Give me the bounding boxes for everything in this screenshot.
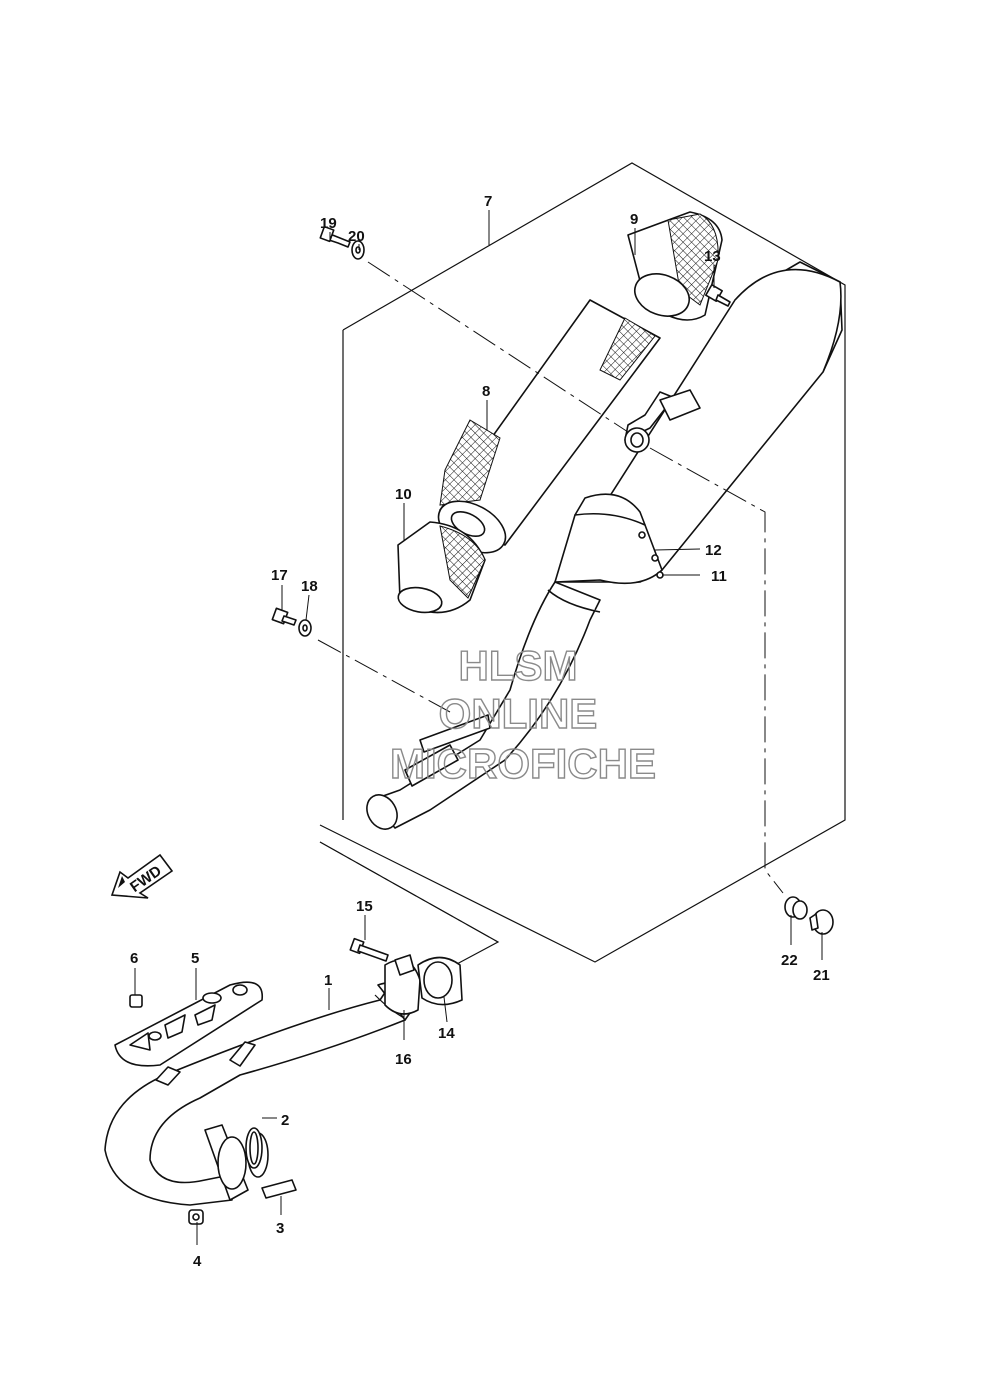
bolt-15	[349, 937, 389, 962]
alignment-line-clamp	[319, 841, 499, 943]
washer-18	[298, 619, 312, 637]
heat-shield	[114, 981, 263, 1067]
callout-8: 8	[482, 383, 490, 400]
nut-6	[129, 994, 143, 1008]
silencer-packing	[437, 299, 661, 554]
bolt-17	[271, 607, 297, 626]
assembly-outline-lower	[319, 841, 500, 966]
forward-direction-arrow: FWD	[110, 853, 174, 899]
callout-21: 21	[813, 967, 830, 984]
end-cap-rear	[627, 211, 723, 321]
callout-4: 4	[193, 1253, 202, 1270]
callout-13: 13	[704, 248, 721, 265]
watermark-line-2: ONLINE	[439, 690, 598, 737]
callout-9: 9	[630, 211, 638, 228]
alignment-line-upper	[367, 261, 784, 894]
callout-5: 5	[191, 950, 199, 967]
callout-6: 6	[130, 950, 138, 967]
callout-14: 14	[438, 1025, 455, 1042]
callout-10: 10	[395, 486, 412, 503]
bolt-13	[705, 284, 731, 307]
callout-18: 18	[301, 578, 318, 595]
muffler-assembly	[366, 261, 843, 830]
washer-20	[351, 240, 365, 260]
collar-21	[809, 909, 834, 935]
callout-15: 15	[356, 898, 373, 915]
leader-lines	[134, 210, 823, 1245]
clamp-16	[384, 954, 421, 1015]
gasket-2	[245, 1127, 263, 1169]
callout-12: 12	[705, 542, 722, 559]
exhaust-pipe	[104, 982, 413, 1206]
callout-20: 20	[348, 228, 365, 245]
callout-19: 19	[320, 215, 337, 232]
nut-4	[188, 1209, 204, 1225]
watermark-line-1: HLSM	[459, 642, 578, 689]
callout-16: 16	[395, 1051, 412, 1068]
callout-1: 1	[324, 972, 332, 989]
callout-3: 3	[276, 1220, 284, 1237]
watermark-line-3: MICROFICHE	[390, 740, 656, 787]
callout-17: 17	[271, 567, 288, 584]
assembly-outline	[319, 162, 846, 963]
grommet-22	[784, 896, 808, 920]
callout-22: 22	[781, 952, 798, 969]
stud-3	[261, 1179, 297, 1199]
callout-11: 11	[711, 568, 727, 585]
gasket-14	[417, 956, 463, 1006]
callout-7: 7	[484, 193, 492, 210]
callout-2: 2	[281, 1112, 289, 1129]
alignment-line-lower	[317, 639, 451, 713]
end-cap-front	[397, 521, 486, 614]
